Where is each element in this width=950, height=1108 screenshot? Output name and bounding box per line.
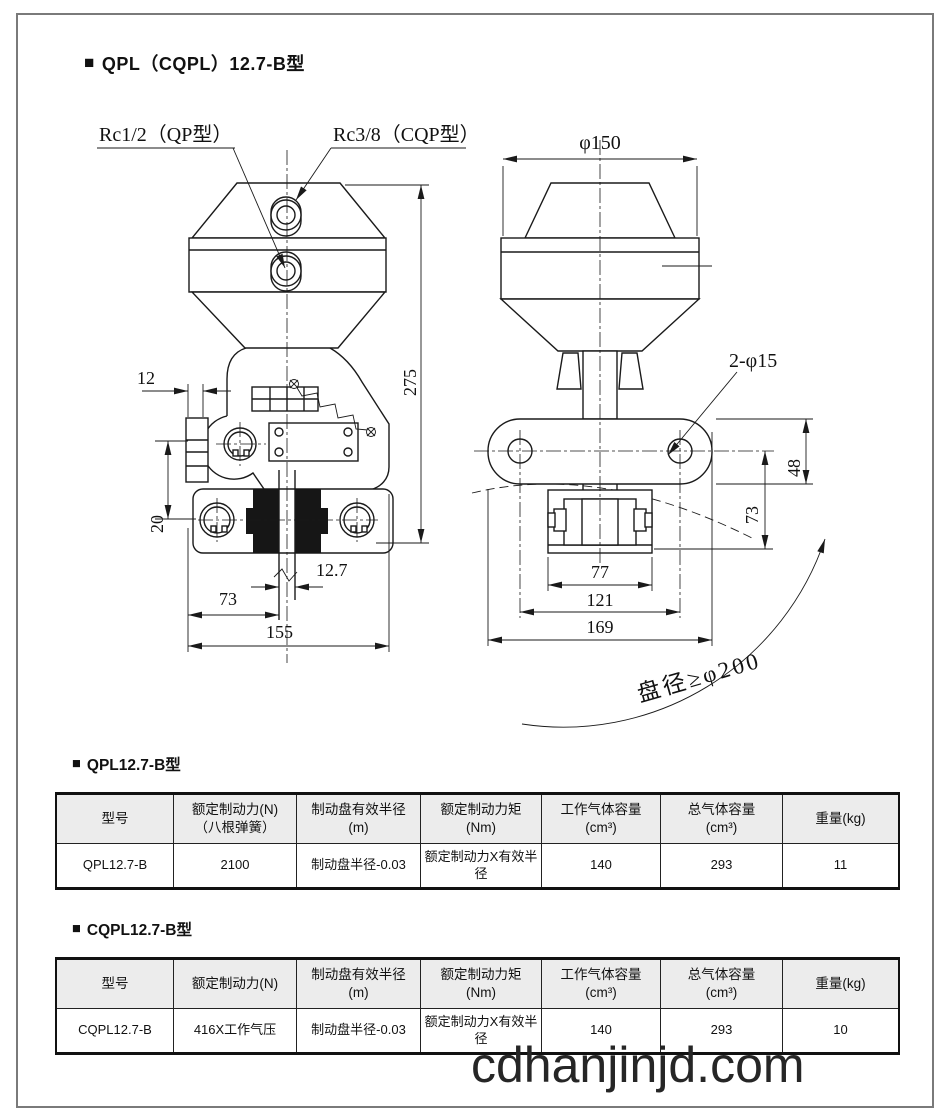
cell-total-volume: 293 xyxy=(661,844,783,887)
table-row: QPL12.7-B 2100 制动盘半径-0.03 额定制动力X有效半径 140… xyxy=(57,844,898,887)
cell-model: CQPL12.7-B xyxy=(57,1009,174,1052)
technical-drawing: 275 12 20 12.7 73 155 Rc1/2（QP型） Rc3/8（C… xyxy=(97,123,826,728)
cell-working-volume: 140 xyxy=(542,1009,661,1052)
dim-77: 77 xyxy=(591,562,609,582)
label-disc-min: 盘径≥φ200 xyxy=(634,648,763,707)
page-border xyxy=(16,13,934,1108)
table-row: CQPL12.7-B 416X工作气压 制动盘半径-0.03 额定制动力X有效半… xyxy=(57,1009,898,1052)
header-total-volume: 总气体容量(cm³) xyxy=(661,795,783,843)
dim-12-7: 12.7 xyxy=(316,560,348,580)
qpl-spec-table: 型号 额定制动力(N)（八根弹簧） 制动盘有效半径(m) 额定制动力矩(Nm) … xyxy=(55,792,900,890)
page-title-text: QPL（CQPL）12.7-B型 xyxy=(101,54,305,74)
disc-edge-hidden xyxy=(471,483,753,539)
header-model: 型号 xyxy=(57,960,174,1008)
square-bullet-icon: ■ xyxy=(72,755,81,772)
header-weight: 重量(kg) xyxy=(815,811,866,827)
section-title-qpl: ■ QPL12.7-B型 xyxy=(72,753,181,775)
dim-155: 155 xyxy=(266,622,293,642)
front-chamber-cone xyxy=(190,291,387,349)
cell-braking-torque: 额定制动力X有效半径 xyxy=(421,844,542,887)
header-model: 型号 xyxy=(57,795,174,843)
dim-12: 12 xyxy=(137,368,155,388)
header-working-volume: 工作气体容量(cm³) xyxy=(542,795,661,843)
watermark: cdhanjinjd.com xyxy=(471,1037,805,1093)
cell-effective-radius: 制动盘半径-0.03 xyxy=(297,1009,421,1052)
pad-carrier xyxy=(192,488,394,554)
cqpl-spec-table: 型号 额定制动力(N) 制动盘有效半径(m) 额定制动力矩(Nm) 工作气体容量… xyxy=(55,957,900,1055)
cell-braking-force: 2100 xyxy=(174,844,297,887)
cell-weight: 10 xyxy=(833,1022,848,1038)
dim-73-side: 73 xyxy=(742,506,762,524)
dim-48: 48 xyxy=(784,459,804,477)
dim-20: 20 xyxy=(147,515,167,533)
label-port-qp: Rc1/2（QP型） xyxy=(99,123,232,146)
table-header-row: 型号 额定制动力(N) 制动盘有效半径(m) 额定制动力矩(Nm) 工作气体容量… xyxy=(57,960,898,1009)
dim-73-front: 73 xyxy=(219,589,237,609)
dim-275: 275 xyxy=(400,369,420,396)
square-bullet-icon: ■ xyxy=(72,920,81,937)
cell-total-volume: 293 xyxy=(661,1009,783,1052)
dim-dia150: φ150 xyxy=(579,132,621,154)
cell-weight: 11 xyxy=(833,857,848,873)
section-title-qpl-text: QPL12.7-B型 xyxy=(86,757,181,774)
header-effective-radius: 制动盘有效半径(m) xyxy=(297,795,421,843)
return-spring xyxy=(295,385,369,431)
break-symbol xyxy=(273,568,298,582)
header-total-volume: 总气体容量(cm³) xyxy=(661,960,783,1008)
section-title-cqpl: ■ CQPL12.7-B型 xyxy=(72,918,192,940)
disc-min-arc xyxy=(521,538,826,728)
dim-169: 169 xyxy=(587,617,614,637)
dim-121: 121 xyxy=(587,590,614,610)
front-view-drawing: 275 12 20 12.7 73 155 Rc1/2（QP型） Rc3/8（C… xyxy=(97,123,480,663)
header-weight: 重量(kg) xyxy=(815,976,866,992)
page-title: ■ QPL（CQPL）12.7-B型 xyxy=(84,50,305,76)
side-chamber-cone xyxy=(499,298,701,352)
header-working-volume: 工作气体容量(cm³) xyxy=(542,960,661,1008)
header-braking-force: 额定制动力(N) xyxy=(174,960,297,1008)
label-port-cqp: Rc3/8（CQP型） xyxy=(333,123,480,146)
cell-working-volume: 140 xyxy=(542,844,661,887)
label-mount-holes: 2-φ15 xyxy=(729,350,777,372)
mount-bracket xyxy=(185,417,209,483)
brake-pad-left xyxy=(246,489,279,553)
cover-plate xyxy=(268,422,359,462)
header-braking-torque: 额定制动力矩(Nm) xyxy=(421,795,542,843)
square-bullet-icon: ■ xyxy=(84,53,95,73)
side-view-drawing: φ150 48 73 77 121 169 2-φ15 盘径≥φ200 xyxy=(471,132,826,728)
table-header-row: 型号 额定制动力(N)（八根弹簧） 制动盘有效半径(m) 额定制动力矩(Nm) … xyxy=(57,795,898,844)
section-title-cqpl-text: CQPL12.7-B型 xyxy=(86,922,192,939)
header-braking-force: 额定制动力(N)（八根弹簧） xyxy=(174,795,297,843)
brake-pad-right xyxy=(295,489,328,553)
cell-model: QPL12.7-B xyxy=(57,844,174,887)
header-effective-radius: 制动盘有效半径(m) xyxy=(297,960,421,1008)
cell-braking-torque: 额定制动力X有效半径 xyxy=(421,1009,542,1052)
cell-braking-force: 416X工作气压 xyxy=(174,1009,297,1052)
cell-effective-radius: 制动盘半径-0.03 xyxy=(297,844,421,887)
header-braking-torque: 额定制动力矩(Nm) xyxy=(421,960,542,1008)
